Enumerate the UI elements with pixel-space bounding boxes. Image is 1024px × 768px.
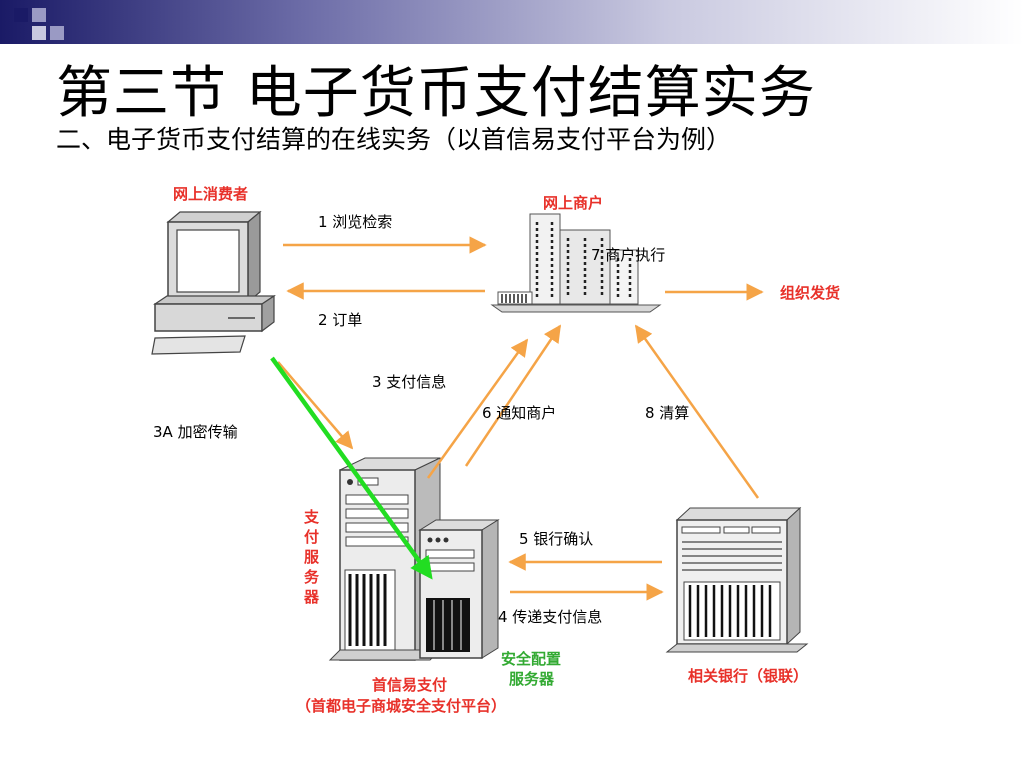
payment-server-label-char: 器 — [303, 588, 320, 606]
decor-square — [50, 26, 64, 40]
payment-server-label-char: 付 — [304, 528, 319, 546]
security-server-label-line1: 安全配置 — [501, 650, 561, 668]
decor-square — [32, 26, 46, 40]
decor-square — [32, 8, 46, 22]
step6-label: 6 通知商户 — [482, 404, 556, 422]
step5-label: 5 银行确认 — [519, 530, 593, 548]
arrow-step3a-encrypted — [270, 356, 433, 580]
step2-label: 2 订单 — [318, 311, 362, 329]
flow-arrows — [277, 236, 764, 601]
arrow-step3 — [277, 361, 354, 450]
merchant-building-icon — [490, 213, 662, 313]
bank-server-icon — [665, 506, 809, 653]
step7-label: 7 商户执行 — [591, 246, 665, 264]
security-server-label-line2: 服务器 — [509, 670, 555, 688]
bank-label: 相关银行（银联） — [688, 667, 808, 685]
arrow-step6b — [464, 324, 562, 467]
consumer-label: 网上消费者 — [173, 185, 248, 203]
platform-label-line2: （首都电子商城安全支付平台） — [296, 697, 506, 715]
payment-server-label-char: 务 — [304, 568, 320, 586]
platform-label-line1: 首信易支付 — [372, 676, 447, 694]
step1-label: 1 浏览检索 — [318, 213, 392, 231]
decor-square — [14, 8, 28, 22]
step8-label: 8 清算 — [645, 404, 689, 422]
slide-title: 第三节 电子货币支付结算实务 — [56, 61, 816, 126]
arrow-step8 — [634, 324, 760, 499]
merchant-label: 网上商户 — [543, 194, 603, 212]
security-server-icon — [418, 519, 500, 659]
ship-goods-label: 组织发货 — [780, 284, 840, 302]
step4-label: 4 传递支付信息 — [498, 608, 602, 626]
step3a-label: 3A 加密传输 — [153, 423, 238, 441]
payment-server-label-char: 支 — [303, 508, 320, 526]
arrow-step6a — [426, 338, 529, 479]
slide-subtitle: 二、电子货币支付结算的在线实务（以首信易支付平台为例） — [56, 125, 732, 154]
consumer-computer-icon — [151, 210, 276, 355]
step3-label: 3 支付信息 — [372, 373, 446, 391]
payment-server-label-char: 服 — [304, 548, 320, 566]
top-decor-bar — [0, 0, 1024, 44]
